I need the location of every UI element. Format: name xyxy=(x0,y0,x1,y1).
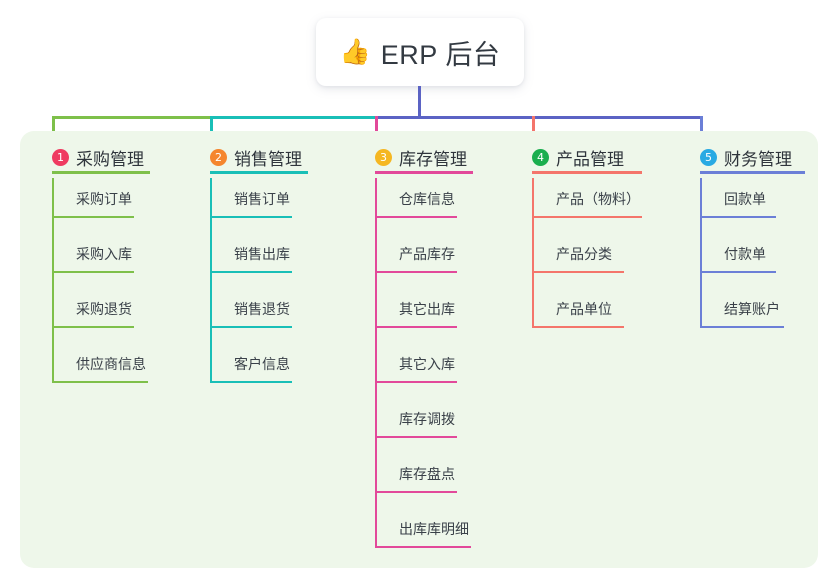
branch-header-rule xyxy=(52,171,150,174)
list-item-rule xyxy=(375,271,457,273)
branch-header-rule xyxy=(210,171,308,174)
list-item-label: 库存盘点 xyxy=(399,466,455,482)
list-item-label: 其它入库 xyxy=(399,356,455,372)
list-item-rule xyxy=(210,381,292,383)
root-stem xyxy=(418,86,421,118)
branch-spine xyxy=(532,178,534,328)
branch-spine xyxy=(210,178,212,383)
branch-number-badge: 2 xyxy=(210,149,227,166)
root-node[interactable]: 👍 ERP 后台 xyxy=(316,18,524,86)
branch-number-badge: 5 xyxy=(700,149,717,166)
branch-title: 销售管理 xyxy=(234,150,302,169)
list-item-label: 采购订单 xyxy=(76,191,132,207)
list-item-label: 仓库信息 xyxy=(399,191,455,207)
branch-header-2[interactable]: 2 销售管理 xyxy=(210,145,302,170)
list-item-rule xyxy=(210,216,292,218)
list-item-rule xyxy=(375,546,471,548)
list-item-label: 结算账户 xyxy=(724,301,780,317)
branch-number-badge: 1 xyxy=(52,149,69,166)
branch-header-rule xyxy=(375,171,473,174)
list-item-label: 采购入库 xyxy=(76,246,132,262)
branch-header-5[interactable]: 5 财务管理 xyxy=(700,145,792,170)
branch-spine xyxy=(375,178,377,548)
list-item-rule xyxy=(700,216,776,218)
list-item-rule xyxy=(210,271,292,273)
branches-panel xyxy=(20,131,818,568)
list-item-label: 客户信息 xyxy=(234,356,290,372)
list-item-label: 产品库存 xyxy=(399,246,455,262)
list-item-rule xyxy=(375,491,457,493)
list-item-rule xyxy=(375,216,457,218)
branch-spine xyxy=(52,178,54,383)
list-item-rule xyxy=(52,381,148,383)
list-item-label: 销售退货 xyxy=(234,301,290,317)
list-item-label: 供应商信息 xyxy=(76,356,146,372)
list-item-label: 产品单位 xyxy=(556,301,612,317)
branch-header-4[interactable]: 4 产品管理 xyxy=(532,145,624,170)
branch-number-badge: 3 xyxy=(375,149,392,166)
root-node-title: ERP 后台 xyxy=(380,39,501,70)
list-item-rule xyxy=(52,326,134,328)
list-item-rule xyxy=(375,381,457,383)
bus-segment-3 xyxy=(375,116,700,119)
list-item-label: 出库库明细 xyxy=(399,521,469,537)
list-item-label: 其它出库 xyxy=(399,301,455,317)
branch-spine xyxy=(700,178,702,328)
branch-title: 财务管理 xyxy=(724,150,792,169)
list-item-rule xyxy=(210,326,292,328)
branch-header-1[interactable]: 1 采购管理 xyxy=(52,145,144,170)
branch-header-3[interactable]: 3 库存管理 xyxy=(375,145,467,170)
list-item-label: 回款单 xyxy=(724,191,766,207)
bus-segment-2 xyxy=(210,116,375,119)
bus-segment-1 xyxy=(52,116,210,119)
branch-title: 产品管理 xyxy=(556,150,624,169)
list-item-label: 库存调拨 xyxy=(399,411,455,427)
list-item-rule xyxy=(375,326,457,328)
list-item-rule xyxy=(532,271,624,273)
branch-header-rule xyxy=(700,171,805,174)
list-item-label: 产品（物料） xyxy=(556,191,640,207)
list-item-rule xyxy=(52,271,134,273)
list-item-rule xyxy=(532,216,642,218)
list-item-rule xyxy=(52,216,134,218)
branch-header-rule xyxy=(532,171,642,174)
branch-title: 库存管理 xyxy=(399,150,467,169)
list-item-label: 付款单 xyxy=(724,246,766,262)
list-item-label: 销售订单 xyxy=(234,191,290,207)
list-item-rule xyxy=(532,326,624,328)
thumbs-up-icon: 👍 xyxy=(339,37,371,66)
branch-number-badge: 4 xyxy=(532,149,549,166)
list-item-label: 产品分类 xyxy=(556,246,612,262)
list-item-label: 采购退货 xyxy=(76,301,132,317)
list-item-rule xyxy=(700,271,776,273)
list-item-rule xyxy=(700,326,784,328)
list-item-label: 销售出库 xyxy=(234,246,290,262)
branch-title: 采购管理 xyxy=(76,150,144,169)
list-item-rule xyxy=(375,436,457,438)
